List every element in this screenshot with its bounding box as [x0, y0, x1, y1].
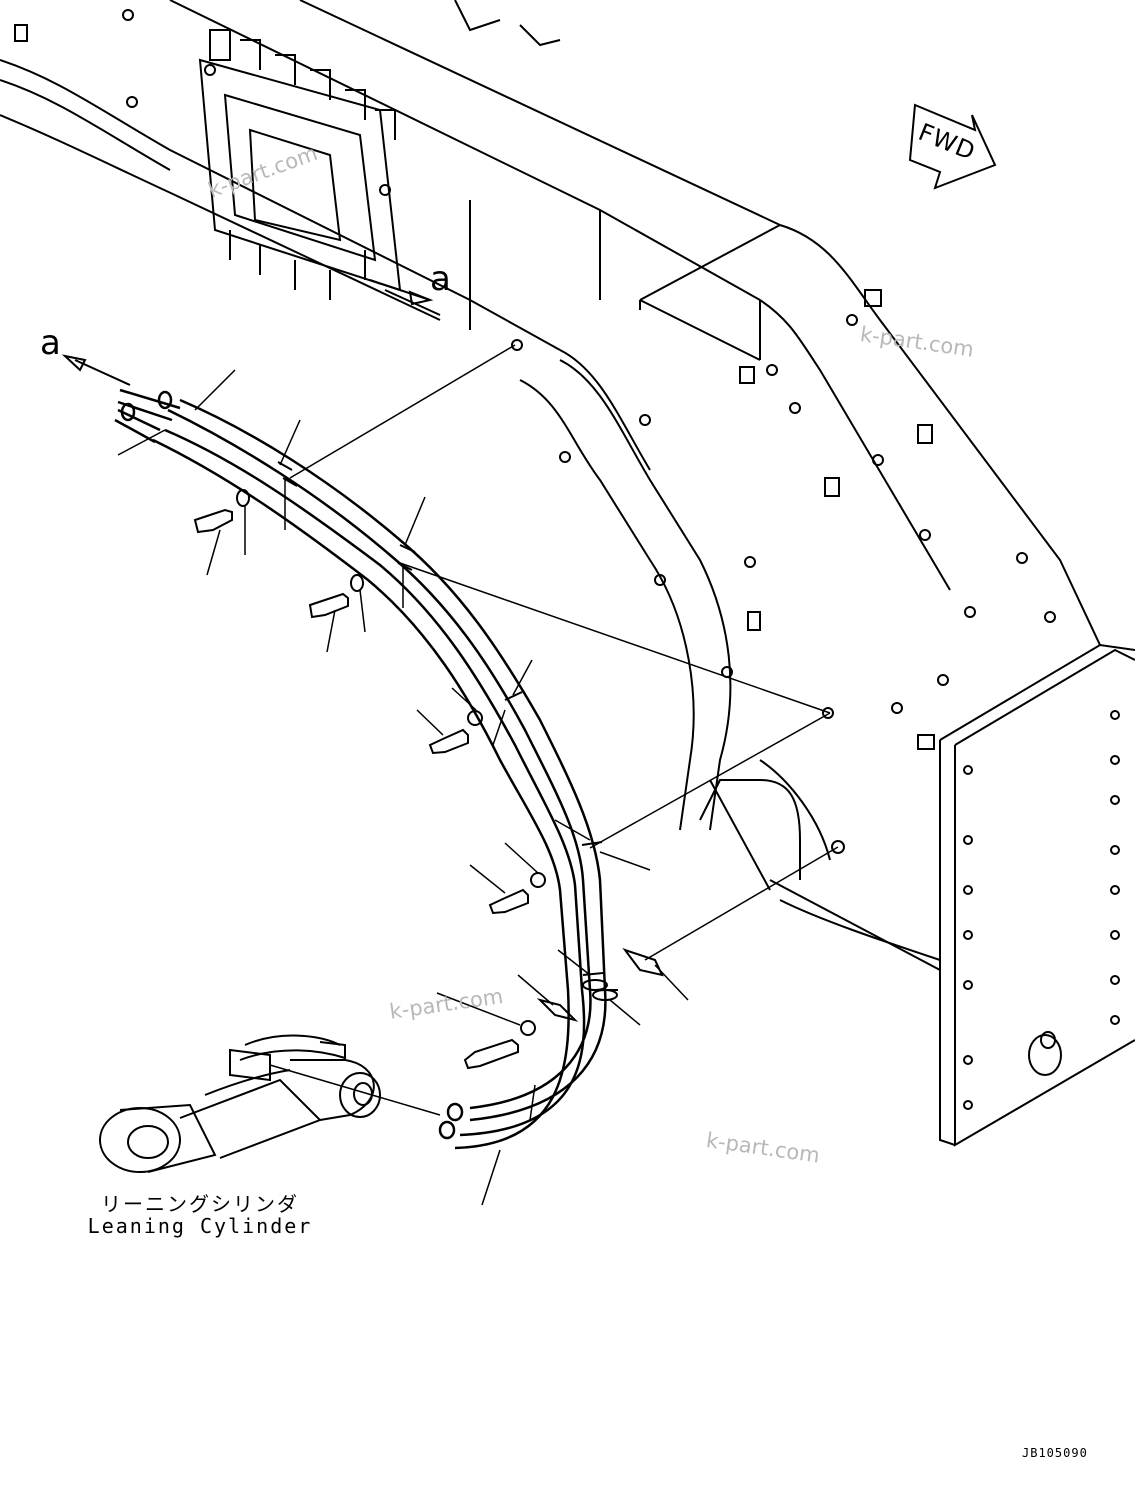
leader-lines	[117, 344, 839, 1206]
drawing-code: JB105090	[1022, 1446, 1088, 1460]
view-label-a-top: a	[430, 259, 451, 299]
frame-outline	[0, 0, 1101, 971]
fwd-arrow	[908, 103, 997, 190]
frame-studs	[14, 9, 1056, 854]
end-plate	[939, 643, 1135, 1147]
view-label-a-left: a	[40, 323, 61, 363]
cylinder-caption-en: Leaning Cylinder	[87, 1214, 313, 1238]
leaning-cylinder	[99, 1034, 381, 1173]
hose-clamps	[277, 461, 618, 1001]
cylinder-caption-jp: リーニングシリンダ	[101, 1192, 299, 1216]
view-arrows	[61, 279, 441, 386]
valve-block	[198, 0, 561, 300]
hose-pair	[114, 388, 607, 1150]
bolts-washers	[193, 489, 664, 1070]
